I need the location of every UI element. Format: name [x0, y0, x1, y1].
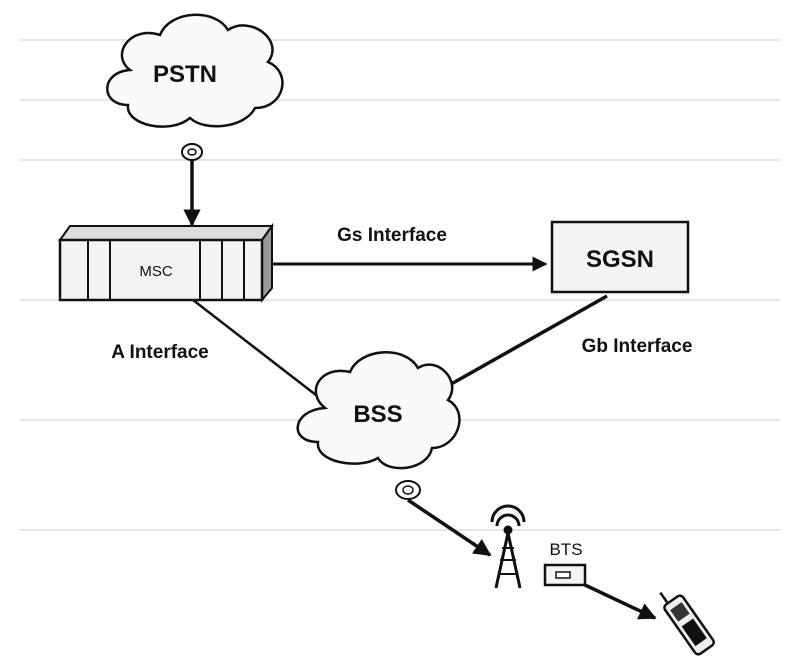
bss-cloud: BSS	[296, 351, 461, 470]
bss-label: BSS	[353, 401, 402, 428]
mobile-phone-icon	[659, 591, 715, 656]
gb-interface-link	[428, 294, 608, 398]
pstn-label: PSTN	[153, 61, 217, 88]
msc-rack: MSC	[58, 222, 274, 303]
gb-interface-label: Gb Interface	[582, 336, 693, 357]
pstn-connector-icon	[181, 143, 203, 161]
bts-label: BTS	[549, 540, 582, 559]
a-interface-link	[192, 299, 326, 403]
msc-label: MSC	[139, 263, 173, 280]
bts-phone-link	[584, 583, 657, 620]
pstn-cloud: PSTN	[106, 13, 284, 128]
bts-unit: BTS	[543, 540, 587, 587]
bss-connector-icon	[395, 480, 421, 500]
sgsn-label: SGSN	[586, 246, 654, 273]
gs-interface-label: Gs Interface	[337, 225, 447, 246]
sgsn-box: SGSN	[550, 220, 690, 294]
antenna-tower-icon	[490, 504, 526, 589]
a-interface-label: A Interface	[111, 342, 209, 363]
bss-bts-link	[407, 498, 492, 557]
